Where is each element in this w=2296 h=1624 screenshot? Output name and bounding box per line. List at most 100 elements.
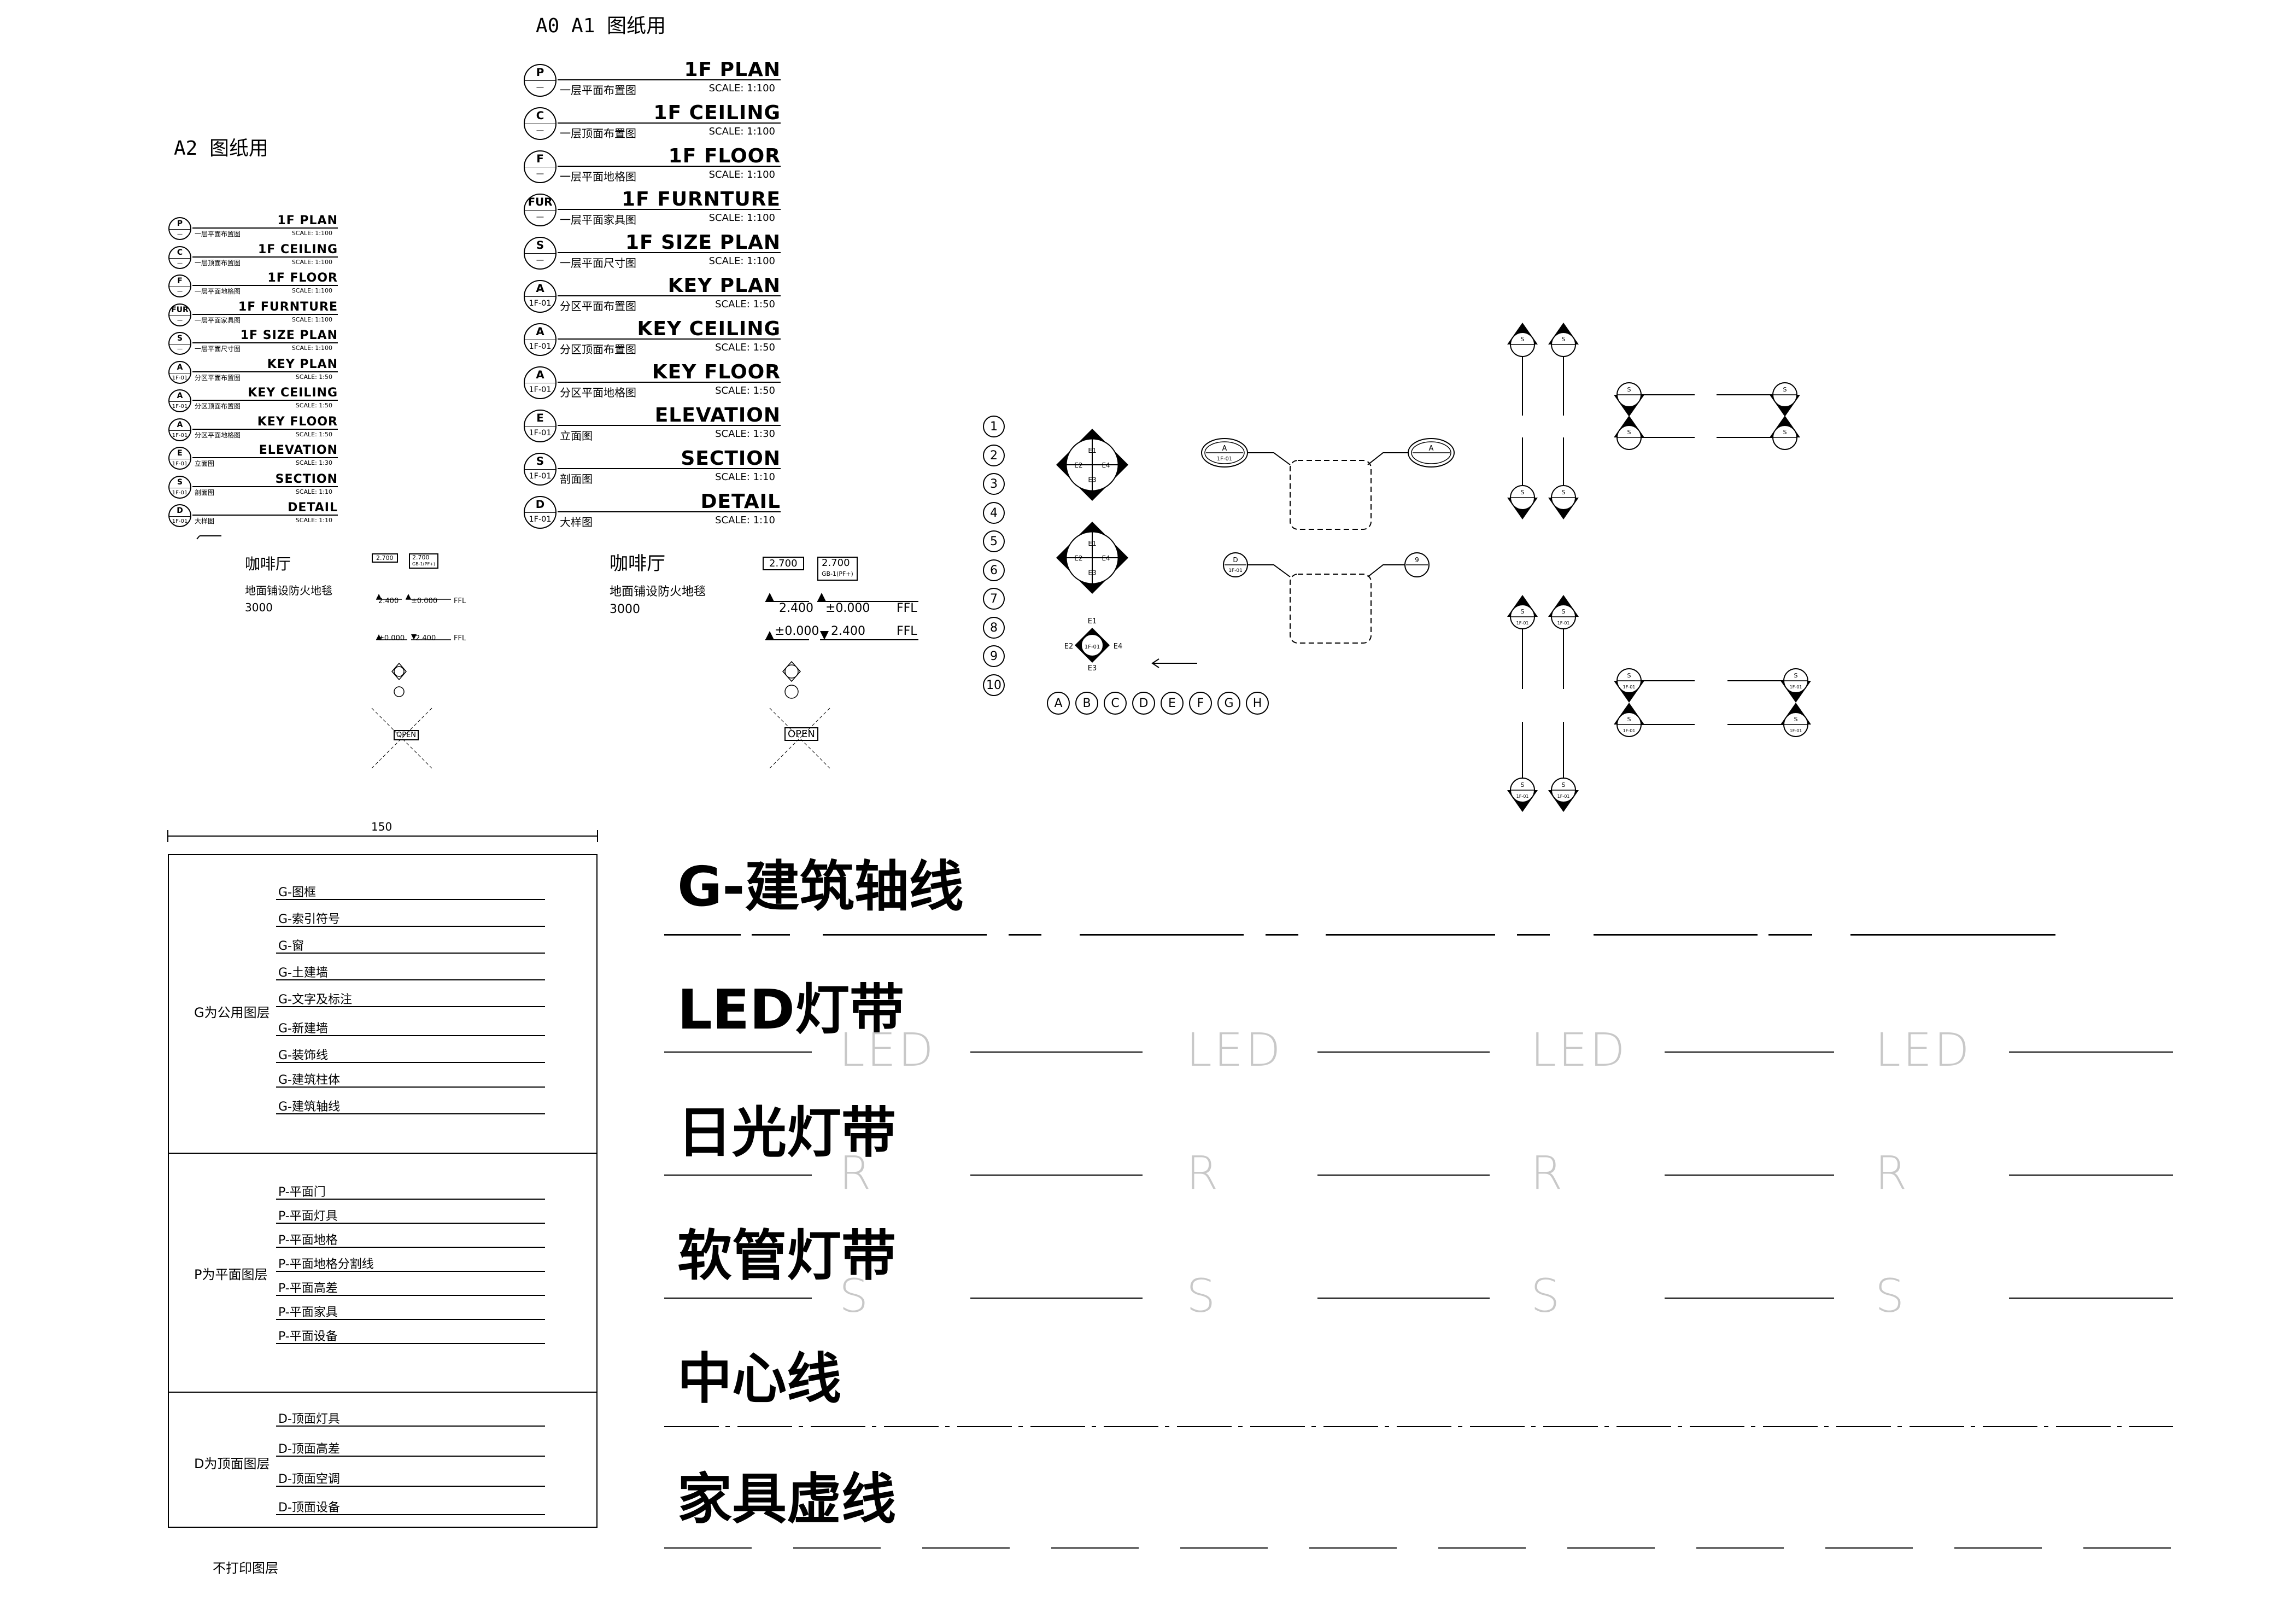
axis-number-bubble: 3 (983, 473, 1005, 495)
section-label: S (1783, 386, 1787, 393)
center-line-segment (1250, 1426, 1305, 1427)
section-label: S (1627, 429, 1631, 436)
index-symbol: F (525, 151, 555, 168)
level-value: 2.400 (415, 634, 436, 642)
leader-line (1367, 564, 1405, 577)
center-line-dot (1531, 1426, 1536, 1427)
drawing-scale: SCALE: 1:50 (715, 298, 775, 310)
width-label: 150 (371, 820, 393, 833)
elevation-label: E2 (1074, 462, 1082, 469)
index-sheet: — (177, 346, 183, 353)
center-line-segment (1983, 1426, 2037, 1427)
center-line-dot (1238, 1426, 1243, 1427)
linetype-segment (1665, 1175, 1834, 1176)
open-x-line (769, 708, 830, 769)
layer-item: D-顶面设备 (278, 1501, 340, 1515)
layer-item-line (276, 1456, 545, 1457)
room-desc: 地面铺设防火地毯 (610, 585, 706, 599)
layer-item: G-文字及标注 (278, 993, 352, 1007)
title-underline (558, 511, 781, 512)
level-box-value: 2.700 (412, 554, 430, 561)
axis-letter-bubble: E (1161, 692, 1184, 715)
marker-circle-icon (784, 685, 799, 699)
open-x-line (371, 708, 432, 769)
layer-item: D-顶面高差 (278, 1442, 340, 1456)
axis-line-segment (1080, 934, 1244, 936)
drawing-title: 1F FURNTURE (622, 188, 781, 211)
section-sub: 1F-01 (1516, 794, 1529, 799)
index-symbol: A (525, 324, 555, 341)
arrow-left-icon (1151, 658, 1159, 668)
drawing-title: 1F SIZE PLAN (240, 329, 338, 343)
elevation-label: E1 (1088, 447, 1096, 454)
level-box: 2.700 (763, 557, 804, 570)
layer-item-line (276, 1486, 545, 1487)
room-name: 咖啡厅 (610, 553, 665, 575)
drawing-title: DETAIL (700, 490, 781, 513)
linetype-label: 家具虚线 (677, 1467, 896, 1531)
section-sub: 1F-01 (1623, 728, 1636, 733)
linetype-segment (2009, 1175, 2173, 1176)
drawing-title: 1F SIZE PLAN (625, 231, 781, 254)
title-underline (192, 371, 338, 372)
layer-item: G-索引符号 (278, 913, 340, 926)
drawing-description: 剖面图 (560, 472, 593, 486)
linetype-mark: R (1186, 1146, 1221, 1200)
drawing-description: 一层顶面布置图 (560, 127, 636, 141)
drawing-scale: SCALE: 1:50 (715, 384, 775, 396)
axis-number-bubble: 2 (983, 444, 1005, 466)
layer-item-line (276, 1006, 545, 1007)
linetype-row: G-建筑轴线 (664, 842, 2173, 962)
center-line-segment (1030, 1426, 1085, 1427)
level-box-sub: GB-1(PF+) (412, 562, 436, 566)
linetype-label: 日光灯带 (677, 1101, 896, 1165)
linetype-mark: S (1531, 1269, 1562, 1323)
level-triangle-icon (765, 593, 774, 601)
layer-item-line (276, 926, 545, 927)
layer-item-line (276, 899, 545, 900)
drawing-title: SECTION (681, 447, 781, 470)
drawing-description: 一层平面布置图 (560, 84, 636, 97)
axis-letter-bubble: C (1104, 692, 1127, 715)
marker-diamond-icon (782, 661, 801, 682)
index-symbol: S (525, 454, 555, 470)
drawing-title: 1F PLAN (684, 58, 781, 81)
title-underline (192, 457, 338, 459)
center-line-dot (1458, 1426, 1462, 1427)
linetype-label: LED灯带 (677, 978, 905, 1042)
drawing-description: 分区平面地格图 (195, 431, 241, 439)
dashed-detail-box (1290, 574, 1372, 644)
drawing-scale: SCALE: 1:100 (291, 287, 332, 295)
drawing-title: 1F FLOOR (267, 271, 338, 285)
furniture-dash-segment (664, 1547, 752, 1549)
drawing-description: 分区顶面布置图 (195, 402, 241, 411)
center-line-dot (1897, 1426, 1902, 1427)
title-underline (192, 342, 338, 344)
center-line-dot (1311, 1426, 1316, 1427)
level-box-sub: GB-1(PF+) (822, 570, 853, 577)
drawing-description: 大样图 (560, 516, 593, 529)
layer-item-line (276, 1295, 545, 1296)
index-symbol: A (169, 390, 190, 402)
center-line-segment (884, 1426, 939, 1427)
section-label: S (1627, 716, 1631, 723)
drawing-title: KEY PLAN (667, 274, 781, 297)
linetype-segment (2009, 1298, 2173, 1299)
layer-item-line (276, 1035, 545, 1036)
section-label: S (1562, 608, 1566, 615)
drawing-title: ELEVATION (259, 443, 338, 458)
drawing-description: 一层平面尺寸图 (560, 256, 636, 270)
center-line-dot (1018, 1426, 1023, 1427)
